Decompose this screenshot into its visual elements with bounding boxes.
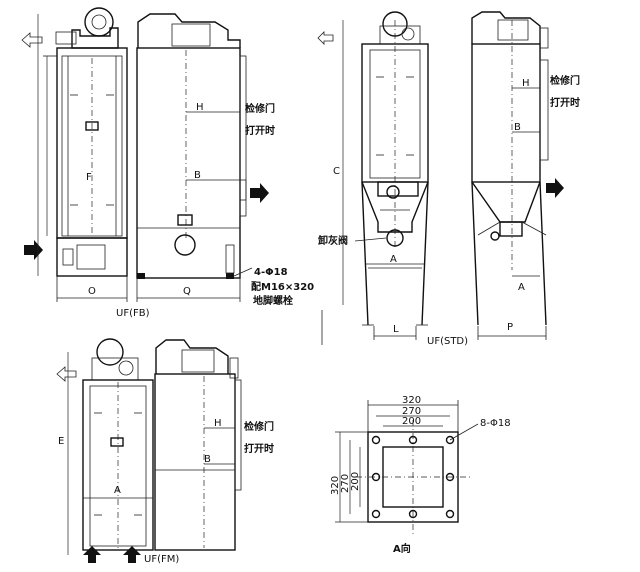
dim-a-right: A <box>518 282 525 293</box>
dim-o: O <box>88 286 96 297</box>
fan-icon <box>55 7 119 49</box>
arrow-outline-left-icon <box>21 32 43 48</box>
view-fb: F O H B Q 检修门 打开时 <box>21 7 314 319</box>
bolt-holes <box>371 435 455 519</box>
dim-f: F <box>86 172 92 183</box>
arrow-solid-right-icon <box>250 183 269 203</box>
flange-holes: 8-Φ18 <box>480 418 511 429</box>
dim-p: P <box>507 322 513 333</box>
caption-std: UF(STD) <box>427 336 468 347</box>
view-flange: 320 270 200 320 270 200 8-Φ18 A向 <box>330 395 511 555</box>
dim-a-left: A <box>390 254 397 265</box>
dim-h: H <box>196 102 204 113</box>
dim-b: B <box>194 170 201 181</box>
bolt-size: 配M16×320 <box>251 281 314 293</box>
dim-c: C <box>333 166 340 177</box>
dim-l: L <box>393 324 399 335</box>
bolt-name: 地脚螺栓 <box>253 294 293 307</box>
open-label-fm: 打开时 <box>244 442 274 455</box>
caption-fm: UF(FM) <box>144 554 179 565</box>
arrow-solid-up-icon <box>83 546 101 563</box>
dim-e: E <box>58 436 64 447</box>
flange-dim-left-200: 200 <box>350 472 361 491</box>
open-label-std: 打开时 <box>550 96 580 109</box>
arrow-outline-left-icon <box>56 366 77 382</box>
flange-dim-left-270: 270 <box>340 474 351 493</box>
flange-dim-top-270: 270 <box>402 406 421 417</box>
dim-b-std: B <box>514 122 521 133</box>
dim-b-fm: B <box>204 454 211 465</box>
bolt-count: 4-Φ18 <box>254 267 288 278</box>
dim-a-fm: A <box>114 485 121 496</box>
view-fm: E A UF(FM) H B 检修门 打开时 <box>56 338 274 565</box>
flange-dim-top-200: 200 <box>402 416 421 427</box>
dim-h-std: H <box>522 78 530 89</box>
open-label: 打开时 <box>245 124 275 137</box>
dim-q: Q <box>183 286 191 297</box>
arrow-solid-up-icon <box>123 546 141 563</box>
door-label-std: 检修门 <box>550 74 580 87</box>
door-label: 检修门 <box>245 102 275 115</box>
dim-h-fm: H <box>214 418 222 429</box>
caption-fb: UF(FB) <box>116 308 150 319</box>
door-label-fm: 检修门 <box>244 420 274 433</box>
view-std: 卸灰阀 C A L UF(STD) H B <box>317 11 580 347</box>
flange-dim-top-320: 320 <box>402 395 421 406</box>
arrow-solid-right-icon <box>24 240 43 260</box>
valve-label: 卸灰阀 <box>318 234 348 247</box>
arrow-outline-left-icon <box>317 31 334 45</box>
arrow-solid-right-icon <box>546 178 564 198</box>
flange-dim-left-320: 320 <box>330 476 341 495</box>
caption-flange: A向 <box>393 542 411 555</box>
